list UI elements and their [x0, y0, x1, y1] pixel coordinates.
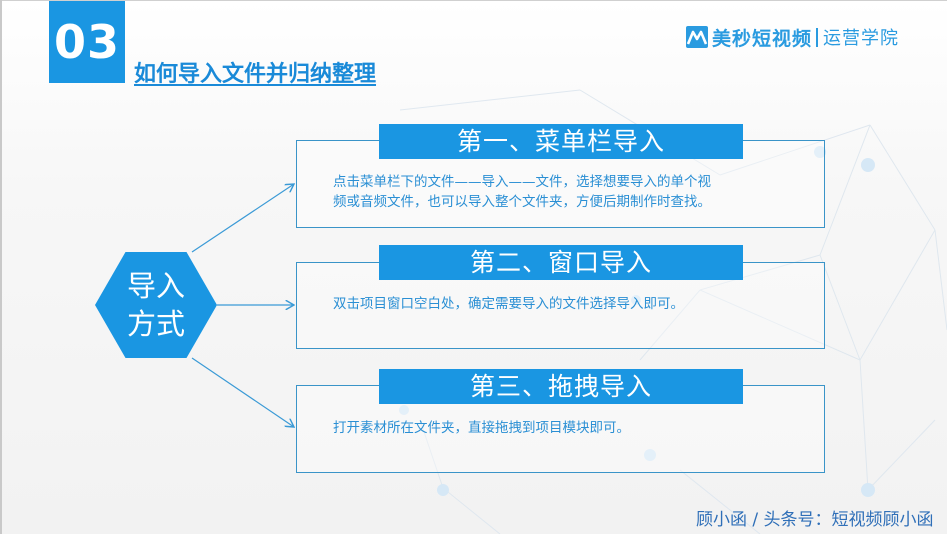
- method-1-description: 点击菜单栏下的文件——导入——文件，选择想要导入的单个视 频或音频文件，也可以导…: [333, 172, 803, 212]
- brand-subtitle: 运营学院: [823, 28, 900, 49]
- method-1-text-line-1: 点击菜单栏下的文件——导入——文件，选择想要导入的单个视: [333, 174, 711, 190]
- method-1-text-line-2: 频或音频文件，也可以导入整个文件夹，方便后期制作时查找。: [333, 194, 711, 210]
- left-border: [0, 0, 2, 534]
- brand-separator: [816, 27, 819, 47]
- mountain-m-logo-icon: [686, 26, 708, 48]
- method-2-title: 第二、窗口导入: [379, 245, 743, 280]
- method-2-text-line-1: 双击项目窗口空白处，确定需要导入的文件选择导入即可。: [333, 296, 684, 312]
- brand-header: 美秒短视频 运营学院: [686, 24, 899, 50]
- top-border: [0, 0, 947, 1]
- hexagon-line-1: 导入: [126, 269, 185, 303]
- brand-name: 美秒短视频: [712, 27, 813, 50]
- section-number-badge: 03: [49, 1, 125, 83]
- method-2-description: 双击项目窗口空白处，确定需要导入的文件选择导入即可。: [333, 294, 803, 314]
- footer-watermark: 顾小函 / 头条号：短视频顾小函: [696, 510, 934, 530]
- method-3-description: 打开素材所在文件夹，直接拖拽到项目模块即可。: [333, 418, 803, 438]
- method-3-title: 第三、拖拽导入: [379, 369, 743, 404]
- method-1-title: 第一、菜单栏导入: [379, 124, 743, 159]
- method-3-text-line-1: 打开素材所在文件夹，直接拖拽到项目模块即可。: [333, 420, 630, 436]
- section-title-link[interactable]: 如何导入文件并归纳整理: [134, 62, 377, 87]
- hexagon-line-2: 方式: [126, 307, 185, 341]
